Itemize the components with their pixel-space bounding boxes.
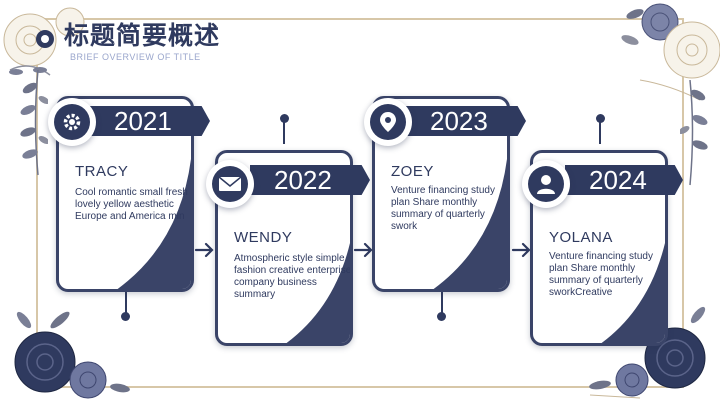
card-accent-wedge [601, 243, 665, 343]
year-ribbon-2024: 2024 [565, 165, 683, 195]
card-badge [364, 98, 412, 146]
card-name: ZOEY [391, 163, 434, 180]
card-badge [48, 98, 96, 146]
year-ribbon-2021: 2021 [90, 106, 210, 136]
arrow-right-icon [353, 242, 373, 258]
arrow-right-icon [511, 242, 531, 258]
connector-stem [599, 120, 601, 144]
connector-stem [441, 292, 443, 316]
floral-bottom-right-decoration [589, 306, 706, 399]
connector-pin [121, 312, 130, 321]
connector-stem [283, 120, 285, 144]
card-badge [206, 160, 254, 208]
title-bullet-icon [36, 30, 54, 48]
gear-icon [63, 113, 81, 131]
card-description: Cool romantic small fresh lovely yellow … [75, 187, 188, 222]
card-accent-wedge [117, 159, 191, 289]
card-description: Venture financing study plan Share month… [391, 185, 495, 232]
connector-pin [437, 312, 446, 321]
arrow-right-icon [194, 242, 214, 258]
card-accent-wedge [286, 243, 350, 343]
year-ribbon-2023: 2023 [406, 106, 526, 136]
card-name: WENDY [234, 229, 293, 246]
user-icon [537, 175, 555, 194]
connector-pin [596, 114, 605, 123]
floral-bottom-left-decoration [14, 311, 130, 399]
connector-pin [280, 114, 289, 123]
card-badge [522, 160, 570, 208]
card-accent-wedge [433, 159, 507, 289]
decorative-frame [36, 18, 684, 388]
location-pin-icon [380, 112, 396, 132]
leaf-right-decoration [680, 80, 708, 186]
card-name: TRACY [75, 163, 129, 180]
connector-stem [125, 292, 127, 316]
card-description: Venture financing study plan Share month… [549, 251, 653, 298]
floral-top-right-decoration [621, 3, 720, 101]
page-subtitle: BRIEF OVERVIEW OF TITLE [70, 52, 201, 62]
page-title: 标题简要概述 [64, 21, 221, 50]
leaf-left-decoration [20, 70, 48, 176]
year-ribbon-2022: 2022 [250, 165, 370, 195]
card-description: Atmospheric style simple fashion creativ… [234, 253, 352, 300]
floral-top-left-decoration [3, 7, 85, 76]
card-name: YOLANA [549, 229, 613, 246]
envelope-icon [218, 176, 242, 191]
